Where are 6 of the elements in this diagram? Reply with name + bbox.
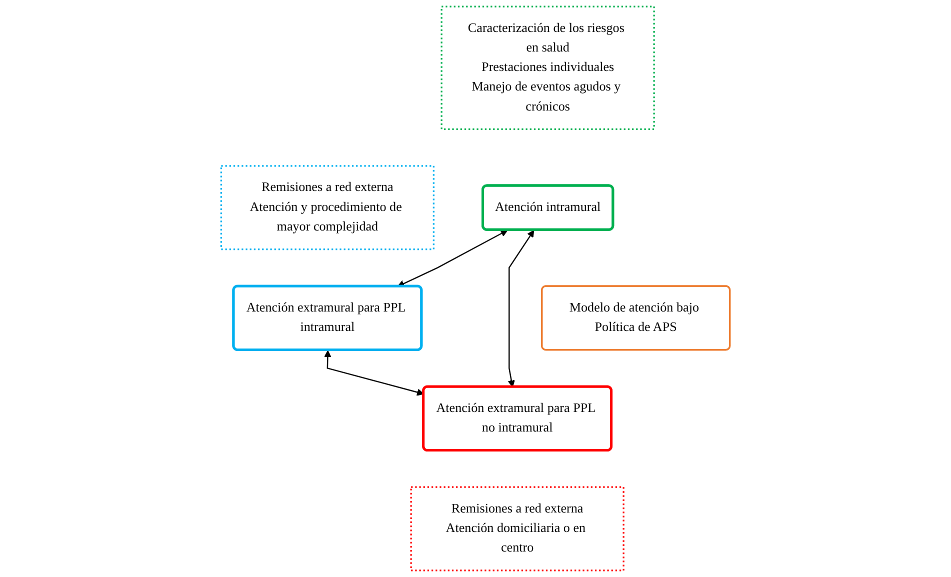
node-box: Caracterización de los riesgos en salud Prestaciones individuales Manejo de eventos agudos y crónicos — [440, 6, 655, 130]
node-box: Remisiones a red externa Atención domiciliaria o en centro — [410, 486, 624, 572]
arrow — [324, 350, 424, 396]
arrow — [508, 230, 534, 388]
node-box: Remisiones a red externa Atención y procedimiento de mayor complejidad — [220, 165, 434, 250]
arrow — [397, 230, 508, 287]
